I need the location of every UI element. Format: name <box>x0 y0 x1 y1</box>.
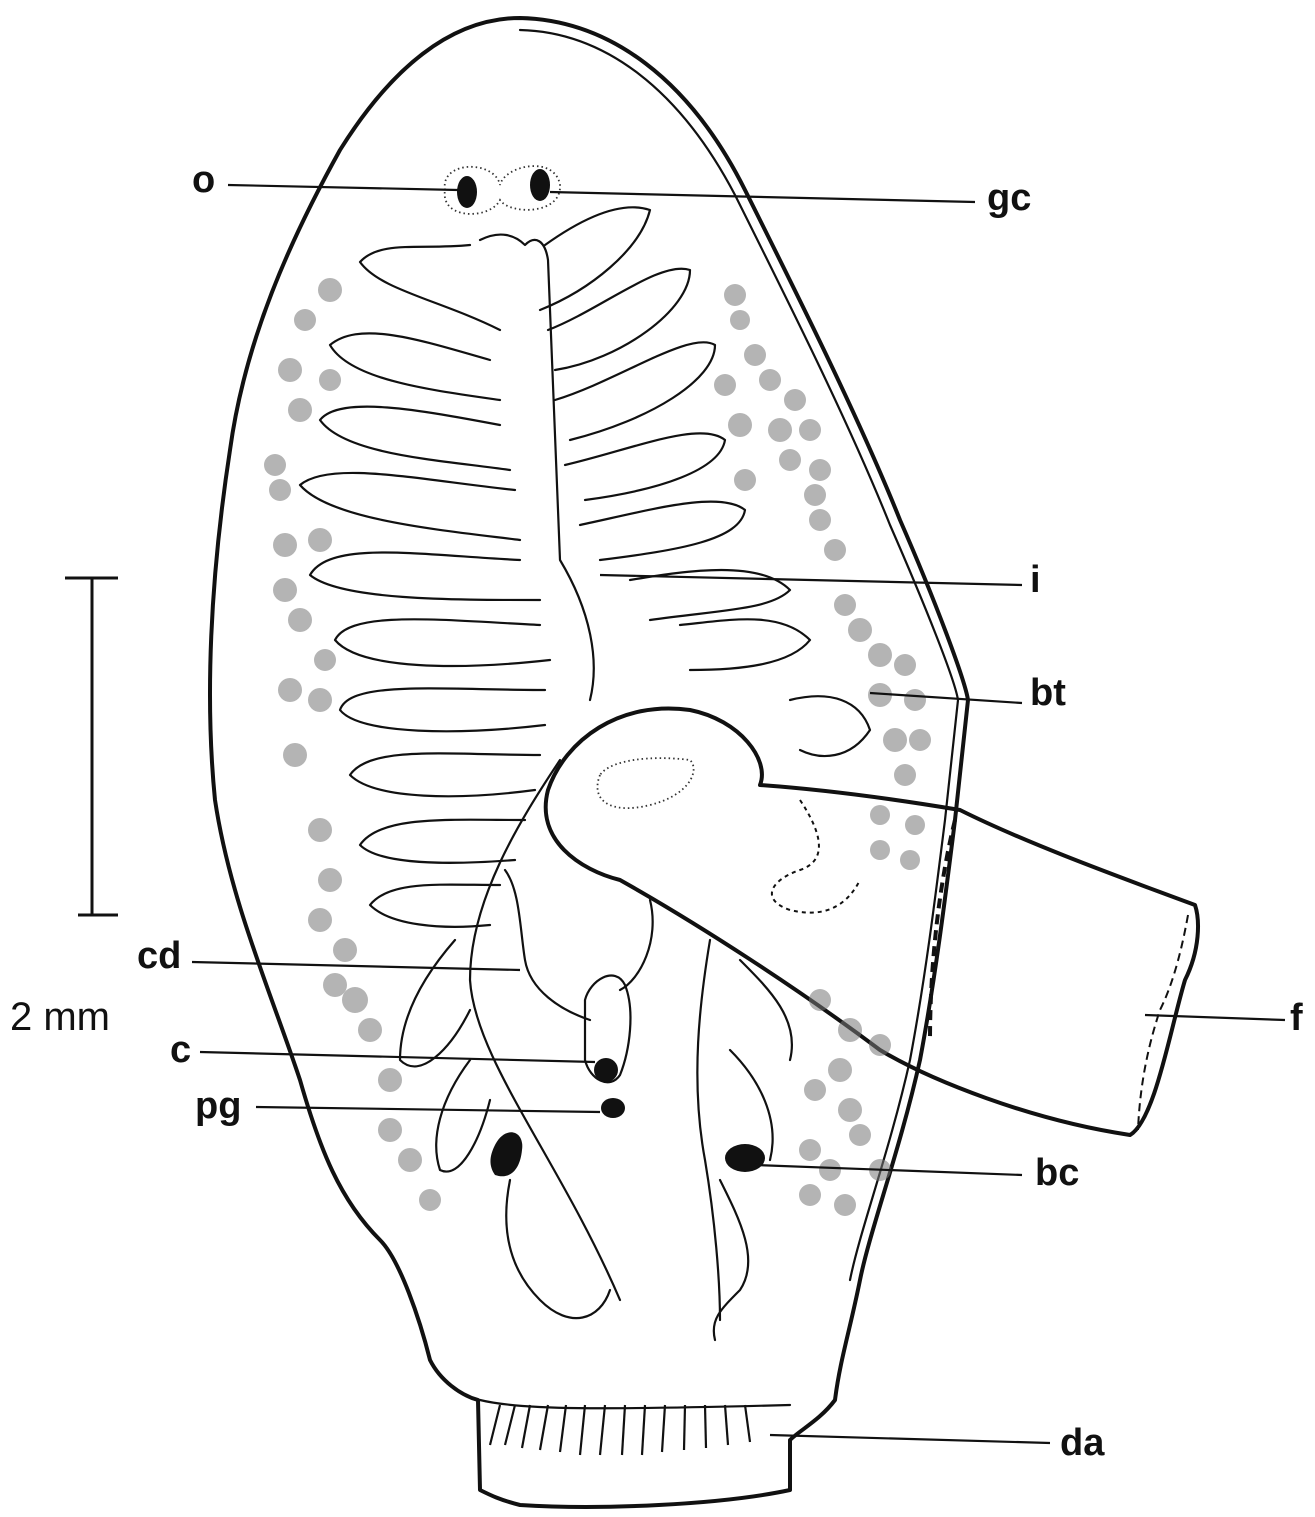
intestine-branches-posterior <box>400 940 792 1340</box>
intestine-branches-right <box>540 207 870 756</box>
bursa-left <box>490 1132 522 1176</box>
ocellus-right <box>530 169 550 201</box>
scale-bar-label: 2 mm <box>10 995 110 1039</box>
leader-lines <box>192 185 1285 1443</box>
label-ocellus: o <box>192 159 215 201</box>
copulatory-duct <box>505 870 590 1020</box>
pharynx-outline <box>546 708 1198 1135</box>
pharynx-inner-dashed <box>1138 915 1188 1130</box>
body-inner-outline <box>520 30 958 1280</box>
label-f: f <box>1290 997 1303 1039</box>
label-cd: cd <box>137 935 181 977</box>
pharyngeal-pocket-folds <box>772 800 860 913</box>
intestine-branches-left <box>300 245 550 927</box>
pharynx-lumen <box>597 758 693 808</box>
label-bt: bt <box>1030 672 1066 714</box>
scale-bar <box>65 578 118 915</box>
label-pg: pg <box>195 1085 241 1127</box>
label-bc: bc <box>1035 1152 1079 1194</box>
body-outline <box>210 18 968 1507</box>
genital-channel-left <box>470 760 620 1300</box>
label-c: c <box>170 1029 191 1071</box>
bursa-right <box>725 1144 765 1172</box>
adhesive-disc <box>480 1400 790 1455</box>
gland-clusters-left <box>264 278 441 1211</box>
pharyngeal-gland <box>601 1098 625 1118</box>
ocellus-left <box>457 176 477 208</box>
penis-papilla <box>594 1058 618 1082</box>
label-intestine: i <box>1030 559 1041 601</box>
label-da: da <box>1060 1422 1105 1464</box>
label-gc: gc <box>987 177 1031 219</box>
genital-channel-right <box>697 940 720 1320</box>
gland-clusters-right <box>714 284 931 1216</box>
copulatory-duct-right <box>620 900 653 990</box>
